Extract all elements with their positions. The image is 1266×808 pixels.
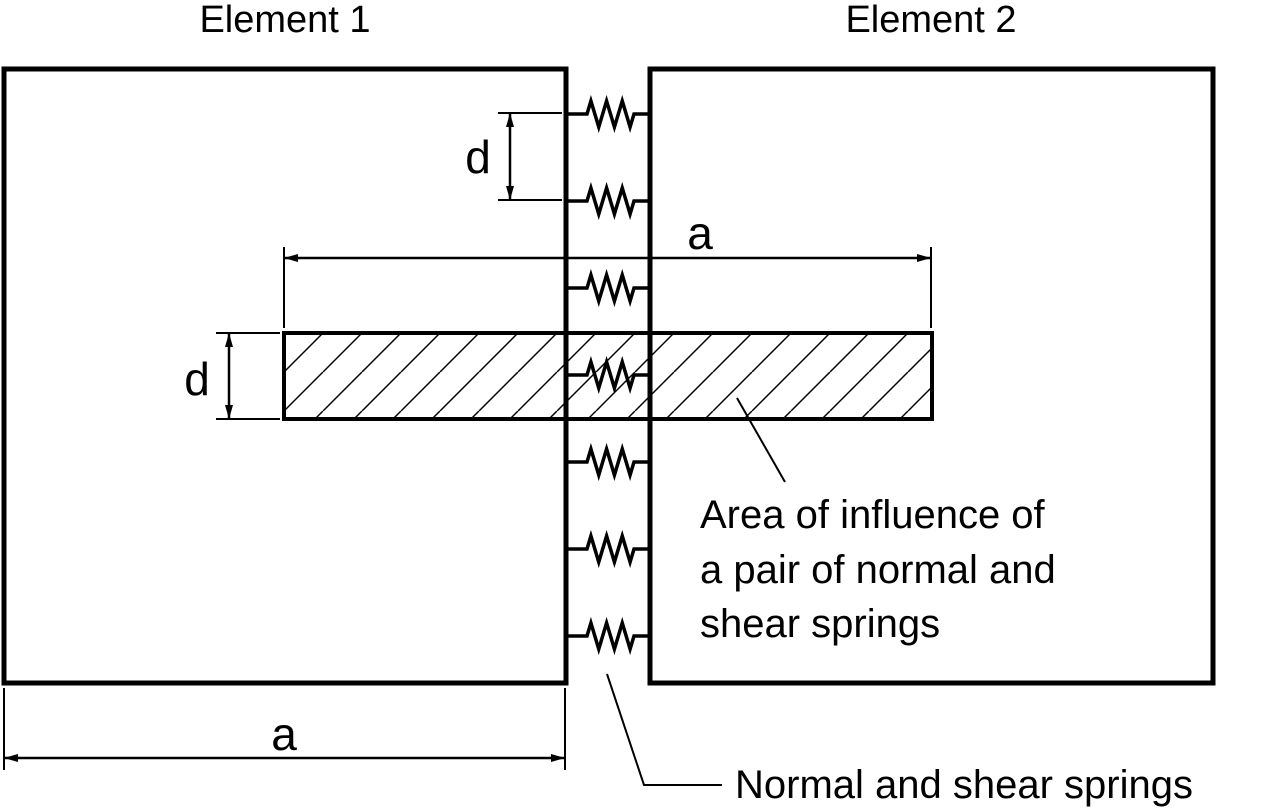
element-width-label: a: [271, 708, 297, 760]
spring-icon: [568, 94, 648, 134]
element-2-label: Element 2: [845, 0, 1016, 41]
influence-annotation-line-1: Area of influence of: [700, 493, 1046, 537]
springs-leader-line: [606, 673, 722, 786]
spring-icon: [568, 529, 648, 569]
influence-annotation-line-3: shear springs: [700, 602, 940, 646]
spring-spacing-label: d: [465, 131, 491, 183]
influence-annotation-line-2: a pair of normal and: [700, 548, 1056, 592]
element-1-label: Element 1: [199, 0, 370, 41]
spring-icon: [568, 181, 648, 221]
influence-width-dimension: a: [283, 207, 932, 328]
influence-width-label: a: [687, 207, 713, 259]
influence-height-label: d: [184, 353, 210, 405]
influence-leader-line: [736, 397, 786, 483]
spring-icon: [568, 268, 648, 308]
element-width-dimension: a: [3, 688, 566, 770]
springs-annotation: Normal and shear springs: [735, 763, 1193, 807]
influence-area-hatch: [282, 331, 934, 421]
springs-group: [568, 94, 648, 656]
spring-icon: [568, 355, 648, 395]
influence-height-dimension: d: [184, 332, 280, 420]
element-2-box: [647, 66, 1216, 686]
spring-icon: [568, 442, 648, 482]
element-1-box: [1, 66, 569, 686]
spring-spacing-dimension: d: [465, 112, 562, 201]
spring-icon: [568, 616, 648, 656]
